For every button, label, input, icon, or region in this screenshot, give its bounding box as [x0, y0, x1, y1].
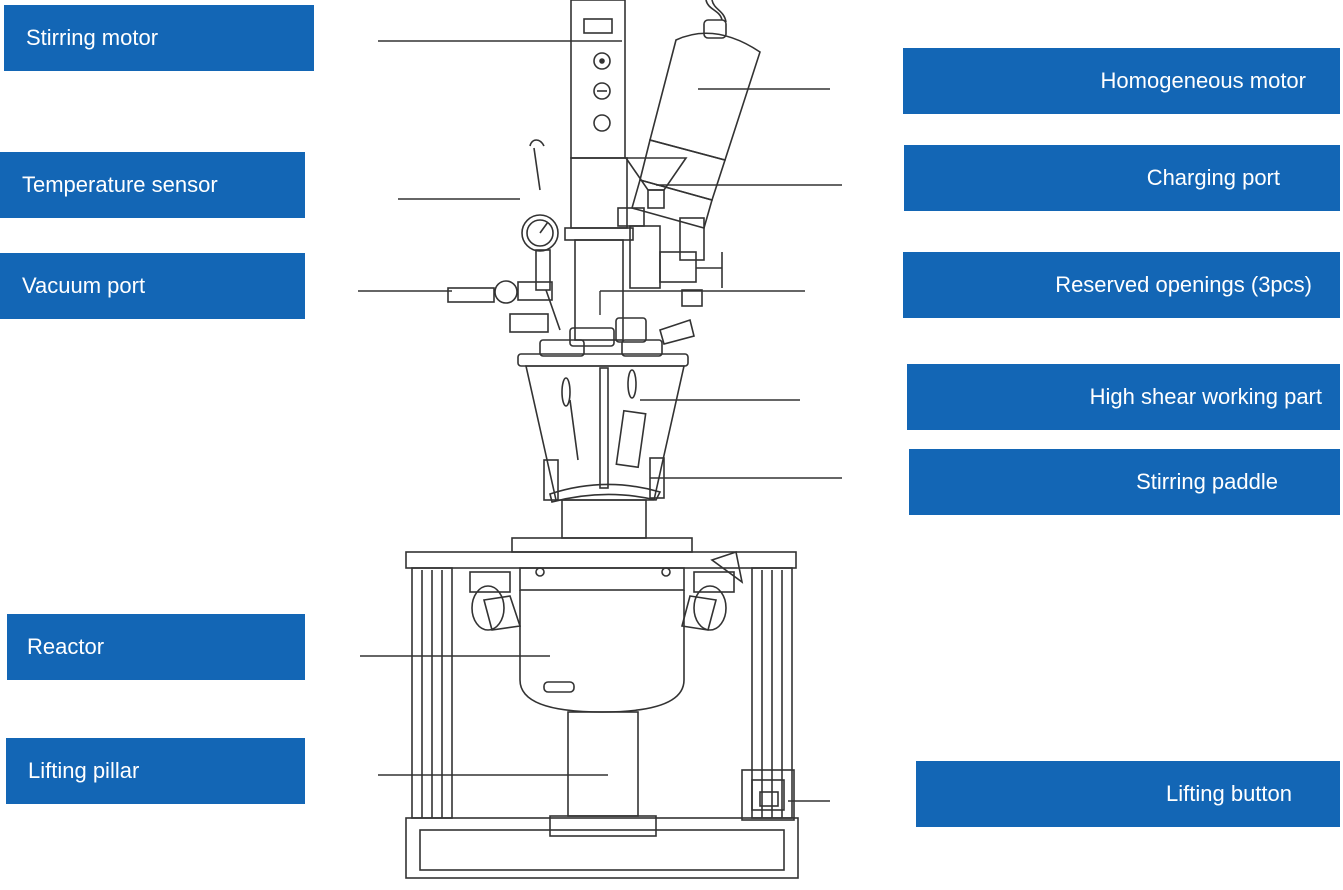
label-vacuum-port: Vacuum port	[0, 253, 305, 319]
frame	[405, 537, 799, 879]
label-charging-port: Charging port	[904, 145, 1340, 211]
high-shear-assembly	[525, 365, 685, 539]
label-reactor: Reactor	[7, 614, 305, 680]
stirring-motor-column	[564, 0, 634, 341]
reactor-vessel	[519, 567, 685, 713]
label-reserved-openings: Reserved openings (3pcs)	[903, 252, 1340, 318]
temperature-sensor	[521, 139, 561, 331]
label-lifting-pillar: Lifting pillar	[6, 738, 305, 804]
reactor-lid	[517, 317, 695, 367]
label-temperature-sensor: Temperature sensor	[0, 152, 305, 218]
label-lifting-button: Lifting button	[916, 761, 1340, 827]
label-stirring-motor: Stirring motor	[4, 5, 314, 71]
lifting-button-box	[741, 769, 795, 821]
clamps	[469, 550, 744, 631]
label-high-shear-working-part: High shear working part	[907, 364, 1340, 430]
charging-port-funnel	[617, 157, 723, 307]
lifting-pillar	[549, 711, 657, 837]
vacuum-port	[447, 280, 553, 333]
homogeneous-motor	[631, 0, 761, 261]
label-stirring-paddle: Stirring paddle	[909, 449, 1340, 515]
label-homogeneous-motor: Homogeneous motor	[903, 48, 1340, 114]
leader-lines	[358, 40, 842, 802]
